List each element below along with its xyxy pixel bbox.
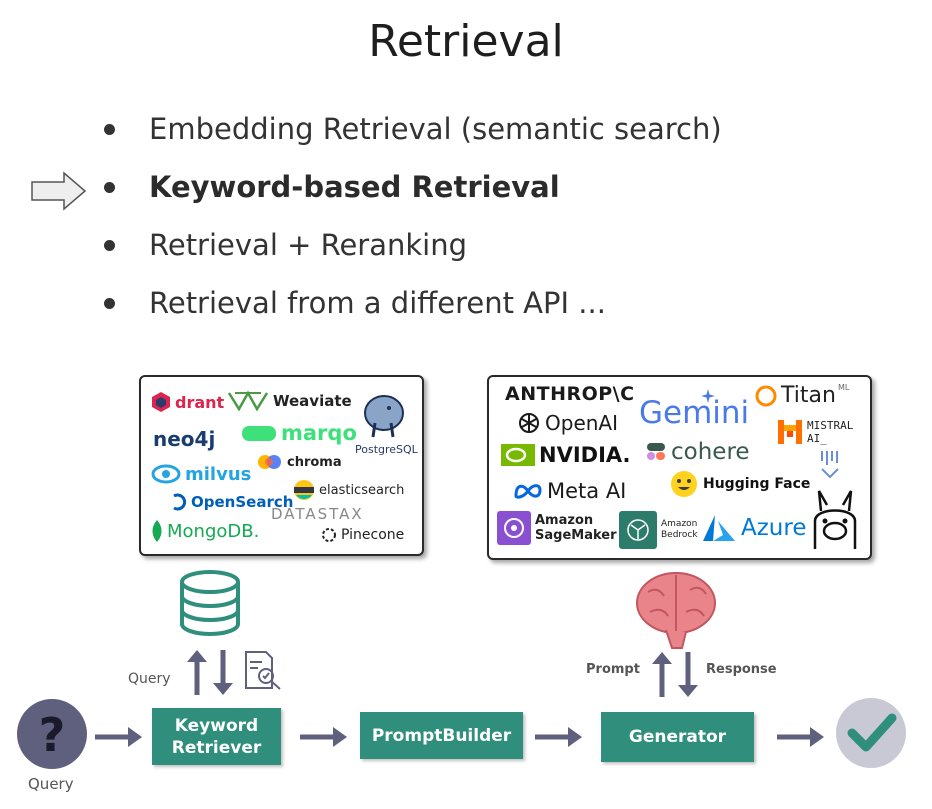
titan-logo: Titan ML [755, 383, 849, 408]
pipeline-arrows [95, 727, 824, 747]
chroma-logo: chroma [257, 453, 342, 471]
bullet-dot [104, 181, 115, 193]
generator-llm-arrows [652, 652, 698, 697]
nvidia-logo: NVIDIA. [501, 443, 631, 467]
pinecone-logo: Pinecone [321, 527, 404, 543]
hugging-face-icon [671, 471, 697, 497]
prompt-label: Prompt [586, 662, 640, 677]
retriever-db-arrows [187, 650, 233, 695]
document-search-icon [245, 651, 281, 690]
right-arrow-icon [31, 171, 87, 211]
meta-icon [514, 484, 542, 499]
chroma-icon [258, 455, 281, 469]
generator-node: Generator [601, 712, 754, 762]
cohere-logo: cohere [645, 439, 750, 465]
gemini-sparkle-icon [701, 389, 715, 403]
bullet-text: Retrieval + Reranking [149, 228, 468, 262]
query-label-bottom: Query [28, 775, 74, 793]
qdrant-logo: drant [151, 391, 224, 413]
openai-icon [519, 413, 539, 433]
bullet-text: Embedding Retrieval (semantic search) [149, 112, 722, 146]
postgresql-logo: PostgreSQL [355, 443, 418, 456]
hugging-face-logo: Hugging Face [669, 469, 810, 499]
milvus-logo: milvus [151, 463, 251, 485]
bullet-item-active: Keyword-based Retrieval [104, 167, 560, 207]
azure-icon [703, 515, 735, 541]
gemini-logo: Gemini [639, 395, 750, 431]
nvidia-icon [501, 444, 535, 466]
keyword-retriever-node: Keyword Retriever [152, 708, 281, 765]
bedrock-icon [619, 511, 657, 549]
bullet-dot [104, 239, 115, 251]
bullet-text: Retrieval from a different API ... [149, 286, 606, 320]
titan-icon [755, 385, 777, 406]
azure-logo: Azure [701, 513, 807, 543]
neo4j-logo: neo4j [153, 427, 216, 451]
anthropic-logo: ANTHROP\C [505, 383, 635, 405]
vector-db-logos: drant Weaviate PostgreSQL neo4j marqo mi… [139, 375, 424, 556]
postgresql-elephant-icon [361, 393, 407, 439]
cohere-icon [647, 443, 665, 460]
llamaindex-icon [819, 449, 841, 479]
meta-ai-logo: Meta AI [513, 479, 626, 503]
sagemaker-icon [497, 511, 531, 545]
svg-text:?: ? [39, 708, 66, 762]
opensearch-icon [173, 493, 187, 511]
opensearch-logo: OpenSearch [171, 493, 293, 511]
bullet-text: Keyword-based Retrieval [149, 170, 560, 204]
database-icon [180, 570, 240, 636]
milvus-icon [151, 464, 181, 484]
query-label-top: Query [128, 671, 171, 687]
marqo-logo: marqo [241, 421, 357, 445]
pinecone-icon [322, 528, 336, 542]
bullet-item: Retrieval from a different API ... [104, 283, 606, 323]
amazon-bedrock-logo: Amazon Bedrock [619, 511, 698, 549]
qdrant-icon [152, 392, 170, 412]
response-label: Response [706, 662, 777, 677]
prompt-builder-node: PromptBuilder [360, 712, 523, 759]
amazon-sagemaker-logo: Amazon SageMaker [497, 511, 617, 545]
llm-provider-logos: ANTHROP\C Gemini Titan ML OpenAI MISTRAL… [487, 375, 872, 560]
mistral-icon [778, 420, 802, 444]
bullet-item: Embedding Retrieval (semantic search) [104, 109, 722, 149]
bullet-item: Retrieval + Reranking [104, 225, 467, 265]
mongodb-logo: MongoDB. [151, 519, 259, 543]
datastax-logo: DATASTAX [271, 505, 364, 523]
weaviate-icon [227, 390, 269, 412]
mistral-logo: MISTRAL AI_ [777, 419, 853, 445]
bullet-dot [104, 297, 115, 309]
elasticsearch-icon [294, 480, 314, 500]
mongodb-icon [152, 520, 162, 542]
question-icon: ? [17, 699, 87, 769]
page-title: Retrieval [368, 16, 564, 67]
elasticsearch-logo: elasticsearch [293, 479, 404, 501]
openai-logo: OpenAI [517, 411, 618, 435]
check-icon [836, 698, 906, 768]
ollama-llama-icon [807, 487, 863, 553]
bullet-dot [104, 123, 115, 135]
weaviate-logo: Weaviate [227, 389, 352, 413]
brain-icon [636, 572, 716, 649]
marqo-icon [242, 426, 276, 441]
